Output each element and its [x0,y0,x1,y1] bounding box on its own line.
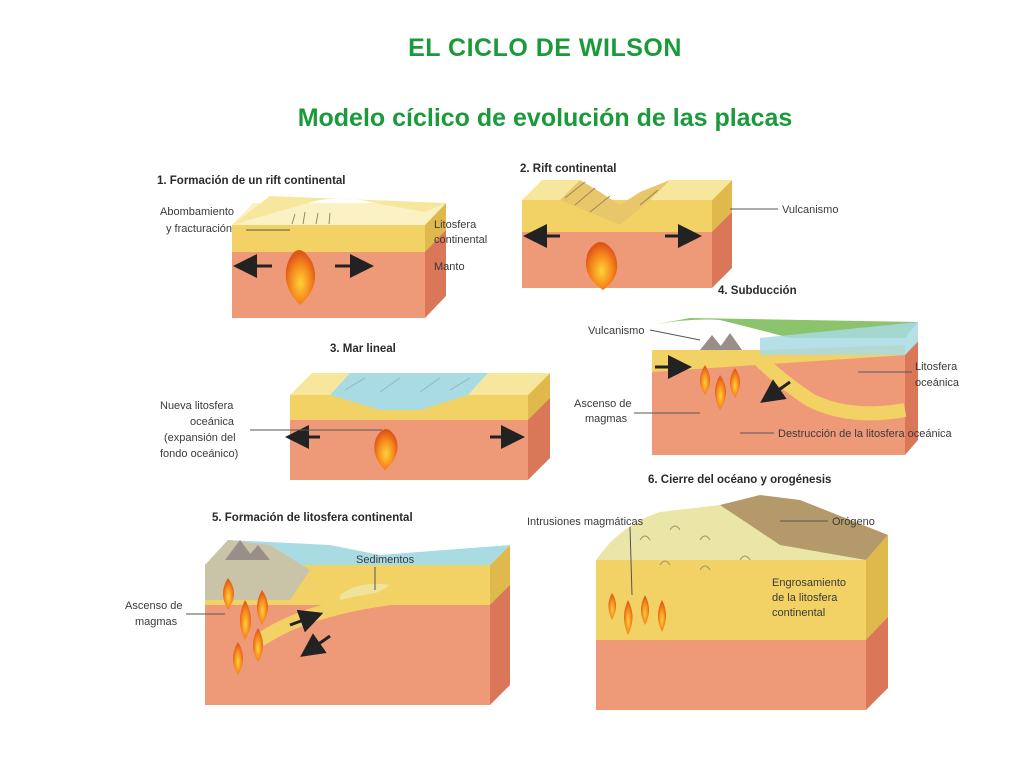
stage-6-label-thick-1: Engrosamiento [772,577,846,589]
stage-3-label-2: oceánica [190,416,235,428]
stage-4-label-magma-1: Ascenso de [574,398,631,410]
stage-6-label-orogen: Orógeno [832,516,875,528]
stage-1-label-mantle: Manto [434,261,465,273]
stage-1-label-litho-1: Litosfera [434,219,477,231]
magma-plume-3 [374,429,398,470]
stage-1-label-uplift-2: y fracturación [166,223,232,235]
stage-1-label-uplift-1: Abombamiento [160,206,234,218]
stage-6-label-thick-3: continental [772,607,825,619]
stage-3-label-3: (expansión del [164,432,236,444]
page-title: EL CICLO DE WILSON [408,34,682,62]
magma-plume-1 [285,250,316,305]
stage-2-caption: 2. Rift continental [520,163,616,175]
stage-5-label-magma-1: Ascenso de [125,600,182,612]
stage-4-caption: 4. Subducción [718,285,797,297]
stage-1-caption: 1. Formación de un rift continental [157,175,346,187]
stage-6-diagram [596,495,888,710]
stage-6-label-intrusions: Intrusiones magmáticas [527,516,644,528]
stage-4-label-destruction: Destrucción de la litosfera oceánica [778,428,953,440]
stage-5-label-sediments: Sedimentos [356,554,415,566]
stage-6-label-thick-2: de la litosfera [772,592,838,604]
stage-1-diagram [232,196,446,318]
stage-5-label-magma-2: magmas [135,616,178,628]
stage-4-diagram [652,318,918,455]
stage-4-label-magma-2: magmas [585,413,628,425]
stage-3-label-4: fondo oceánico) [160,448,238,460]
stage-4-label-volcanism: Vulcanismo [588,325,644,337]
stage-3-caption: 3. Mar lineal [330,343,396,355]
stage-3-diagram [285,373,550,480]
stage-5-caption: 5. Formación de litosfera continental [212,512,413,524]
page-subtitle: Modelo cíclico de evolución de las placa… [297,104,793,132]
stage-2-label-volcanism: Vulcanismo [782,204,838,216]
stage-2-diagram [522,180,732,290]
stage-4-label-litho-1: Litosfera [915,361,958,373]
stage-1-label-litho-2: continental [434,234,487,246]
stage-6-caption: 6. Cierre del océano y orogénesis [648,474,831,486]
magma-plume-2 [585,242,618,290]
stage-3-label-1: Nueva litosfera [160,400,234,412]
stage-4-label-litho-2: oceánica [915,377,960,389]
stage-5-diagram [205,540,510,705]
